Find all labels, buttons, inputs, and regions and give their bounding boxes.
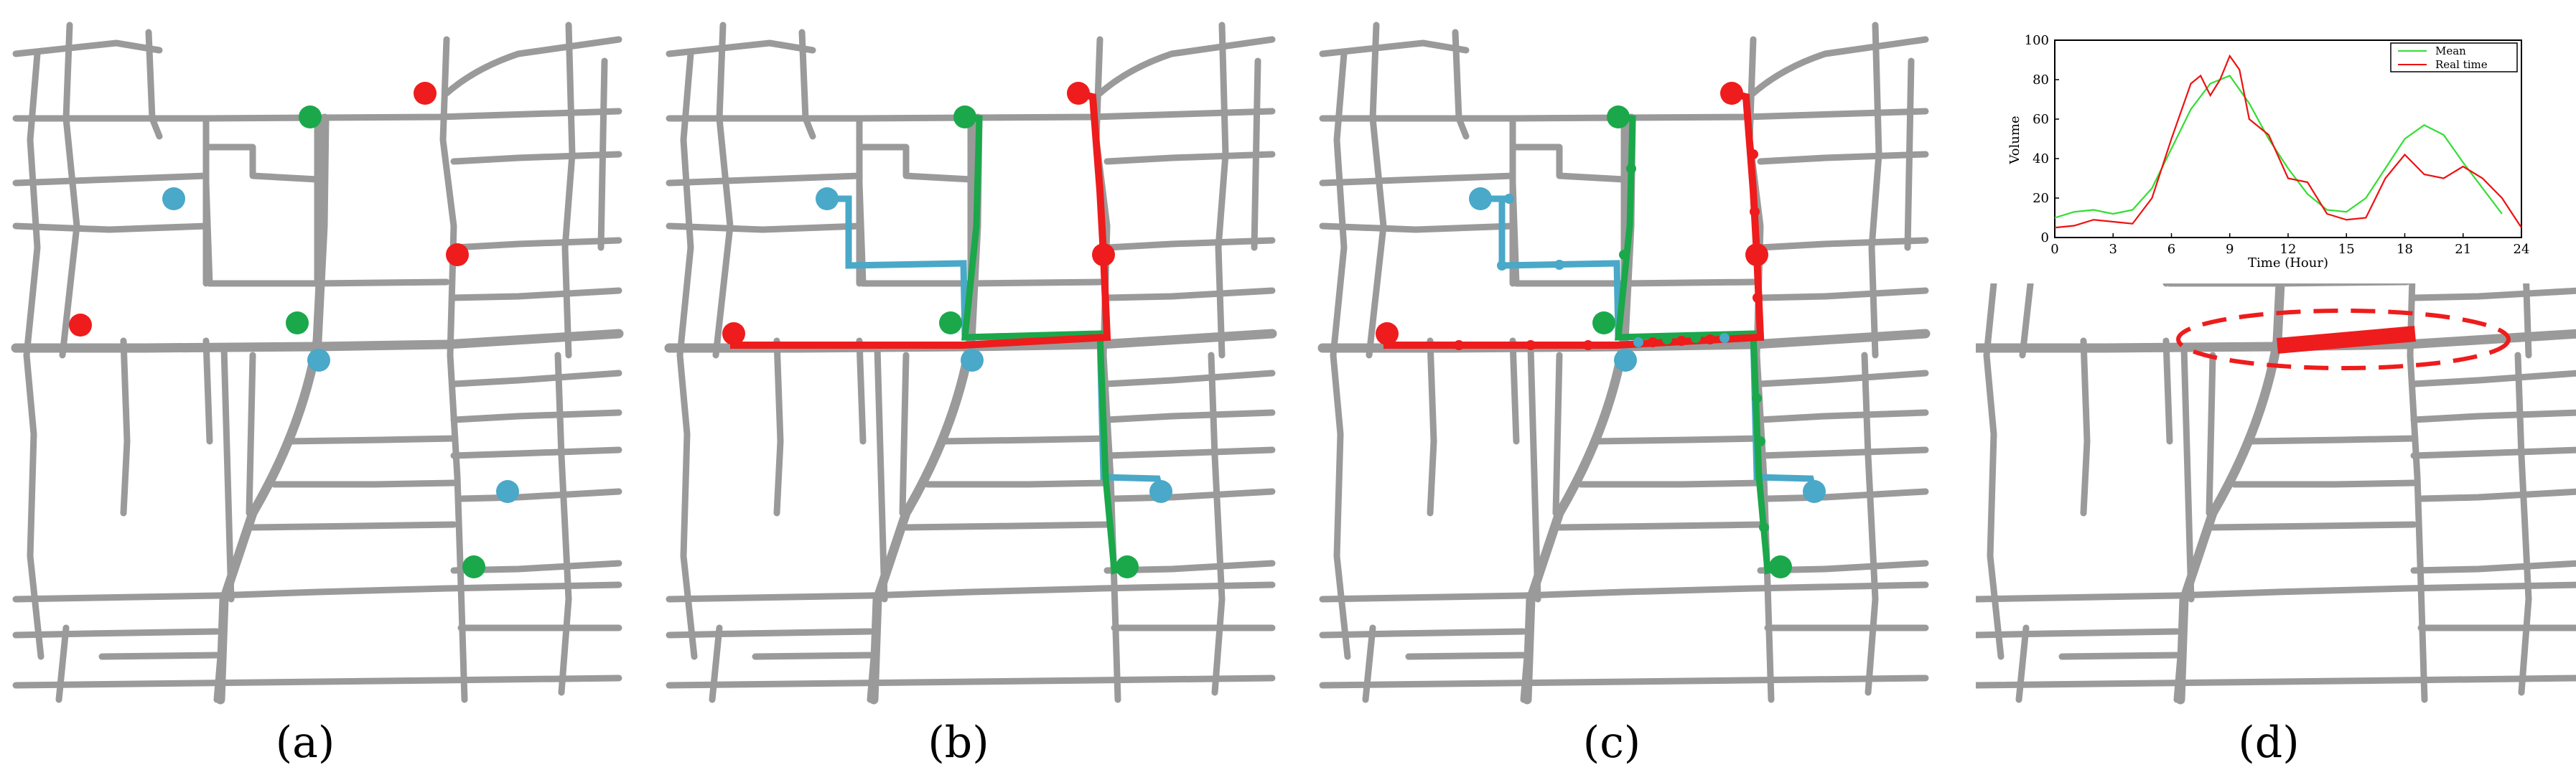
destination-point-green — [939, 311, 962, 334]
panel-a — [16, 25, 619, 700]
series-line-realtime — [2054, 54, 2522, 229]
destination-point-green — [1592, 311, 1615, 334]
chart-lines — [2054, 54, 2522, 229]
destination-point-green-2 — [1116, 555, 1139, 578]
x-tick-label: 3 — [2109, 242, 2117, 257]
destination-point-red-2 — [722, 322, 745, 345]
origin-point-red — [414, 82, 437, 105]
y-tick-label: 100 — [2025, 33, 2049, 48]
volume-chart: 0 3 6 9 12 15 18 21 24 0 20 40 60 80 100 Volume Time (… — [2007, 33, 2529, 271]
y-tick-label: 0 — [2041, 230, 2049, 245]
route-green — [961, 113, 1129, 575]
y-tick-label: 60 — [2033, 112, 2049, 127]
destination-point-blue-2 — [1803, 480, 1826, 503]
chart-frame — [2054, 39, 2522, 238]
origin-point-blue — [162, 187, 185, 210]
panel-caption-d: (d) — [2238, 718, 2299, 768]
destination-point-red — [1092, 243, 1115, 266]
origin-point-green — [1607, 105, 1630, 128]
destination-point-red-2 — [1376, 322, 1399, 345]
panel-d-map — [1976, 25, 2576, 700]
destination-point-green-2 — [1769, 555, 1792, 578]
legend-box — [2390, 42, 2518, 72]
y-tick-label: 80 — [2033, 72, 2049, 88]
panel-caption-c: (c) — [1583, 718, 1641, 768]
legend-label-realtime: Real time — [2435, 58, 2488, 71]
panel-caption-a: (a) — [276, 718, 335, 768]
highlight-ellipse — [2176, 309, 2511, 370]
route-red — [1383, 90, 1765, 349]
highlighted-road-segment — [2277, 326, 2416, 354]
panel-b — [669, 25, 1272, 700]
destination-point-red — [446, 243, 469, 266]
destination-point-green — [286, 311, 309, 334]
origin-point-blue — [1469, 187, 1492, 210]
series-line-mean — [2054, 75, 2503, 219]
x-tick-label: 12 — [2280, 242, 2297, 257]
x-tick-label: 18 — [2397, 242, 2413, 257]
x-tick-label: 15 — [2338, 242, 2355, 257]
x-axis-label: Time (Hour) — [2248, 255, 2328, 271]
y-axis-label: Volume — [2007, 116, 2022, 164]
origin-point-green — [299, 105, 322, 128]
panel-c — [1322, 25, 1926, 700]
origin-point-green — [953, 105, 976, 128]
destination-point-blue — [307, 349, 330, 372]
origin-point-red — [1067, 82, 1090, 105]
destination-point-blue-2 — [496, 480, 519, 503]
chart-ticks: 0 3 6 9 12 15 18 21 24 0 20 40 60 80 100 — [2025, 33, 2530, 257]
origin-point-red — [1720, 82, 1743, 105]
route-green — [1614, 113, 1782, 575]
destination-point-blue — [1614, 349, 1637, 372]
x-tick-label: 6 — [2167, 242, 2175, 257]
destination-point-green-2 — [462, 555, 485, 578]
x-tick-label: 24 — [2514, 242, 2530, 257]
origin-point-blue — [816, 187, 839, 210]
legend-label-mean: Mean — [2435, 44, 2466, 57]
y-tick-label: 20 — [2033, 191, 2049, 206]
x-tick-label: 0 — [2050, 242, 2058, 257]
x-tick-label: 21 — [2455, 242, 2471, 257]
route-red — [730, 90, 1111, 349]
panel-caption-b: (b) — [928, 718, 989, 768]
destination-point-blue-2 — [1149, 480, 1172, 503]
destination-point-blue — [961, 349, 984, 372]
x-tick-label: 9 — [2226, 242, 2234, 257]
y-tick-label: 40 — [2033, 151, 2049, 166]
chart-legend: Mean Real time — [2390, 42, 2518, 72]
destination-point-red-2 — [69, 314, 92, 337]
destination-point-red — [1745, 243, 1768, 266]
gps-samples — [1454, 149, 1769, 532]
